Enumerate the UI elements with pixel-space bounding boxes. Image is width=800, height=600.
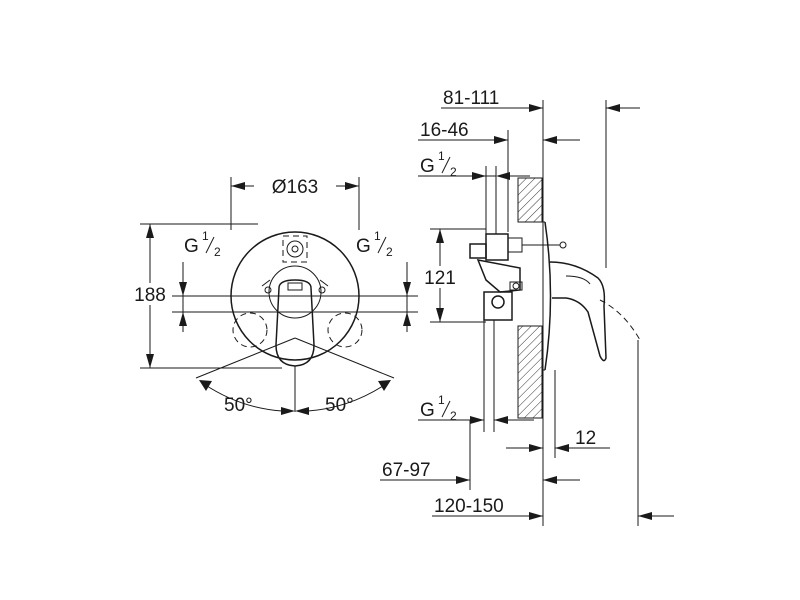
svg-text:G: G — [420, 156, 435, 177]
svg-text:2: 2 — [450, 409, 457, 423]
thread-bottom-label: G 1 2 — [420, 393, 457, 423]
wall-section-lower — [517, 325, 543, 419]
diverter-knob — [282, 235, 308, 263]
escutcheon-side — [544, 221, 552, 371]
install-depth-label: 67-97 — [382, 460, 431, 481]
svg-text:2: 2 — [450, 165, 457, 179]
rotation-left-hidden — [232, 312, 268, 348]
thread-right-label: G 1 2 — [356, 229, 393, 259]
svg-text:1: 1 — [202, 229, 209, 243]
svg-text:G: G — [356, 236, 371, 257]
front-view: Ø163 188 G 1 2 G 1 2 — [128, 174, 418, 416]
height-label: 188 — [134, 285, 166, 306]
rotation-right-hidden — [327, 312, 363, 348]
angle-right-label: 50° — [325, 395, 354, 416]
svg-text:G: G — [420, 400, 435, 421]
lever-rotation-path — [599, 299, 641, 341]
svg-text:1: 1 — [438, 149, 445, 163]
svg-text:2: 2 — [386, 245, 393, 259]
mixer-lever — [275, 279, 315, 367]
svg-text:1: 1 — [438, 393, 445, 407]
lever-side — [549, 261, 607, 362]
svg-text:G: G — [184, 236, 199, 257]
valve-body — [469, 233, 567, 321]
plate-label: 12 — [575, 428, 596, 449]
svg-text:2: 2 — [214, 245, 221, 259]
wall-section-upper — [517, 177, 543, 223]
height-side-label: 121 — [424, 268, 456, 289]
thread-top-label: G 1 2 — [420, 149, 457, 179]
overall-depth-label: 120-150 — [434, 496, 504, 517]
thread-left-label: G 1 2 — [184, 229, 221, 259]
svg-text:1: 1 — [374, 229, 381, 243]
angle-left-label: 50° — [224, 395, 253, 416]
lever-logo — [287, 282, 303, 291]
mixer-body — [261, 265, 329, 319]
depth-cover-label: 16-46 — [420, 120, 469, 141]
side-view: 81-111 16-46 G 1 2 121 — [380, 88, 674, 526]
diameter-label: Ø163 — [272, 177, 318, 198]
depth-total-label: 81-111 — [443, 88, 499, 109]
